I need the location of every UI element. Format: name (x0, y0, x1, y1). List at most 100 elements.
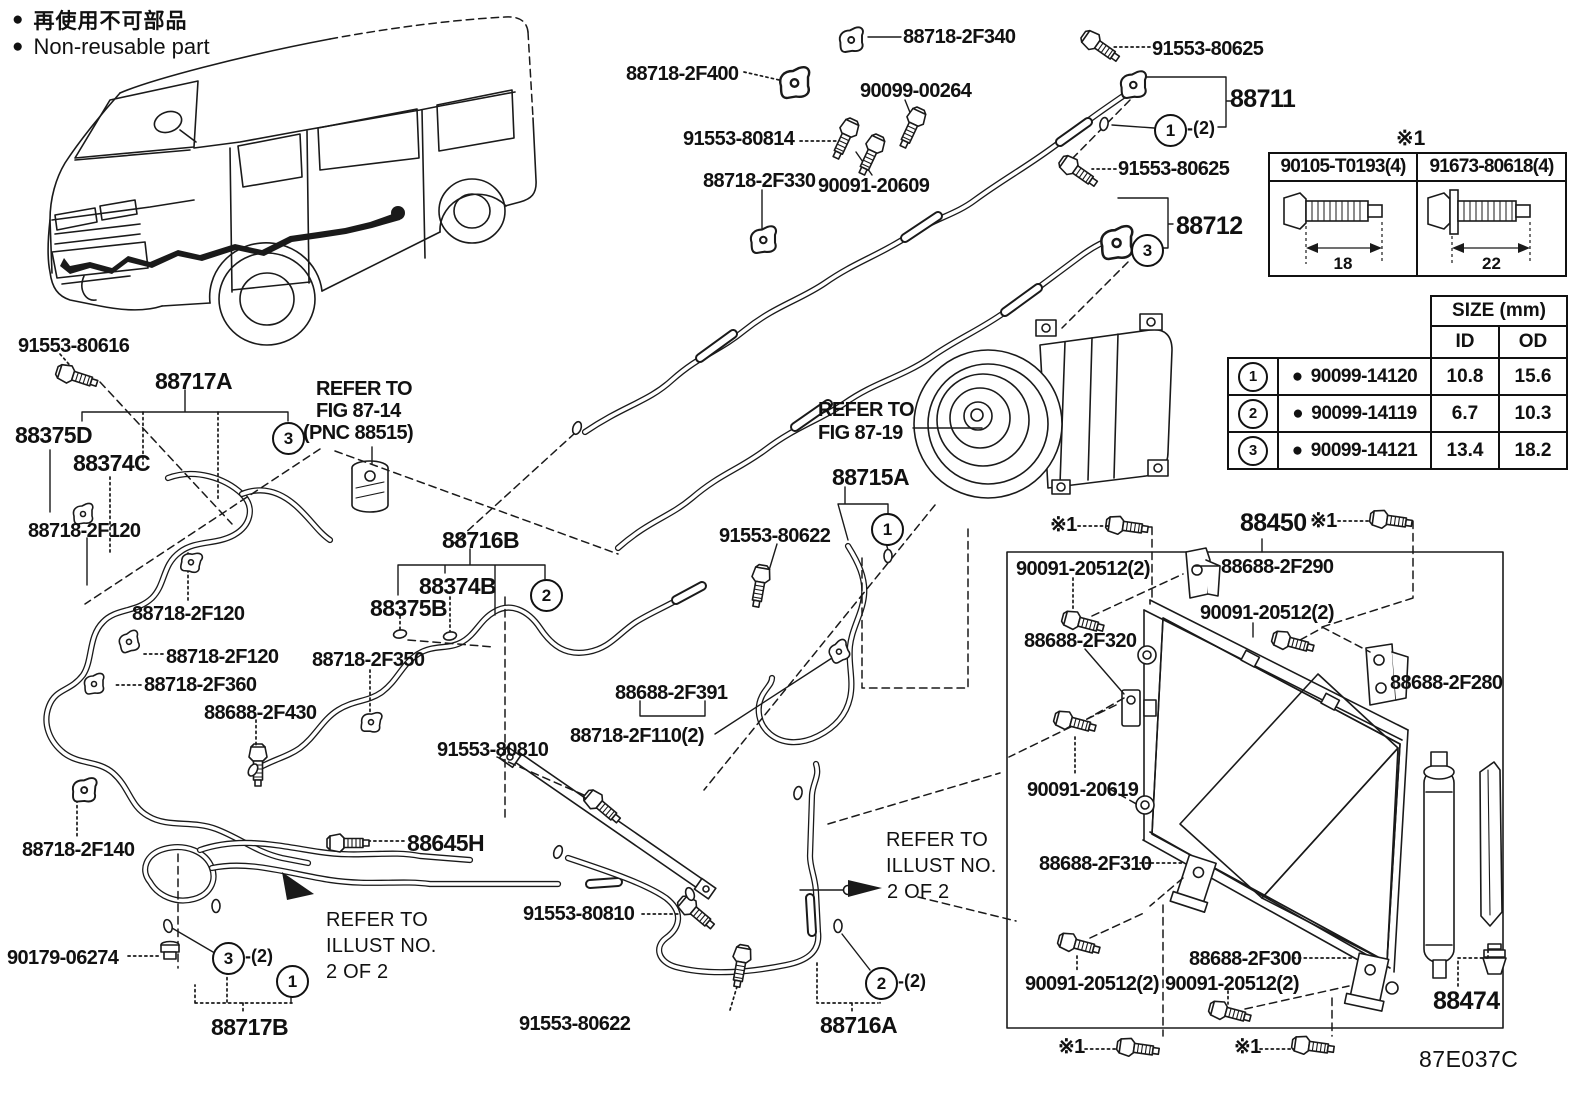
callout-number: 3 (212, 942, 245, 975)
part-label: FIG 87-14 (316, 400, 401, 422)
part-label: 88712 (1176, 212, 1243, 240)
part-label: 88718-2F360 (144, 674, 257, 696)
fastener-bolt-cell: 22 (1416, 180, 1567, 277)
part-label: 2 OF 2 (887, 881, 950, 903)
size-row-id: 10.8 (1430, 357, 1500, 396)
callout-2: 2-(2) (865, 967, 926, 1000)
part-label: 90091-20619 (1027, 779, 1139, 801)
part-label: 88718-2F350 (312, 649, 425, 671)
part-label: REFER TO (886, 829, 988, 851)
part-label: 88688-2F300 (1189, 948, 1302, 970)
size-row-od: 10.3 (1498, 394, 1568, 433)
part-label: 90091-20512(2) (1165, 973, 1300, 995)
bolt-washer-drawing (1427, 189, 1531, 264)
callout-number: 2 (865, 967, 898, 1000)
callout-quantity: -(2) (1187, 118, 1215, 138)
bolt-drawing (1283, 192, 1383, 264)
callout-3: 3 (272, 422, 305, 455)
part-label: 88718-2F120 (166, 646, 279, 668)
refer-arrows (282, 872, 882, 900)
callout-number: 3 (1131, 234, 1164, 267)
part-label: 88688-2F391 (615, 682, 728, 704)
van-illustration (47, 16, 537, 346)
callout-3: 3-(2) (212, 942, 273, 975)
callout-1: 1 (276, 965, 309, 998)
part-label: 91553-80616 (18, 335, 130, 357)
part-label: 88718-2F400 (626, 63, 739, 85)
part-label: 88450 (1240, 509, 1307, 537)
ac-pipes (43, 86, 1136, 976)
part-label: 88716B (442, 527, 520, 553)
callout-number: 1 (1154, 114, 1187, 147)
bolt-length-dim: 22 (1482, 254, 1501, 273)
callout-quantity: -(2) (245, 946, 273, 966)
part-label: 88715A (832, 464, 910, 490)
part-label: 91553-80622 (519, 1013, 631, 1035)
callout-number: 2 (530, 579, 563, 612)
compressor-illustration (913, 313, 1173, 499)
part-number: 90099-14121 (1310, 439, 1418, 461)
non-reusable-bullet-icon: ● (12, 8, 24, 30)
part-label: 88375D (15, 422, 93, 448)
expansion-valve (351, 460, 389, 513)
part-label: ILLUST NO. (326, 935, 437, 957)
callout-3: 3 (1131, 234, 1164, 267)
arrow-icon (848, 880, 882, 897)
part-label: 88688-2F290 (1221, 556, 1334, 578)
size-row-part: ● 90099-14119 (1277, 394, 1432, 433)
part-number: 90099-14119 (1311, 402, 1417, 424)
non-reusable-bullet-icon: ● (1291, 365, 1303, 387)
part-label: REFER TO (316, 378, 413, 400)
part-label: REFER TO (818, 399, 915, 421)
size-row-num: 3 (1227, 431, 1279, 470)
callout-quantity: -(2) (898, 971, 926, 991)
part-label: 88718-2F110(2) (570, 725, 705, 747)
legend: ● 再使用不可部品 ● Non-reusable part (12, 6, 210, 60)
legend-text-jp: 再使用不可部品 (33, 9, 188, 33)
size-table-title: SIZE (mm) (1430, 295, 1568, 327)
part-label: 88717A (155, 368, 233, 394)
part-label: (PNC 88515) (303, 422, 414, 444)
callout-number: 3 (272, 422, 305, 455)
part-label: 88375B (370, 595, 448, 621)
part-label: 90091-20512(2) (1200, 602, 1335, 624)
part-label: 88718-2F330 (703, 170, 816, 192)
callout-1: 1 (871, 513, 904, 546)
condenser-assembly (1006, 547, 1507, 1029)
part-label: ※1 (1050, 514, 1077, 536)
part-label: 88688-2F320 (1024, 630, 1137, 652)
non-reusable-bullet-icon: ● (1292, 402, 1304, 424)
non-reusable-bullet-icon: ● (12, 35, 24, 57)
non-reusable-bullet-icon: ● (1291, 439, 1303, 461)
part-label: FIG 87-19 (818, 422, 903, 444)
part-label: 88374B (419, 573, 497, 599)
size-row-id: 6.7 (1430, 394, 1500, 433)
part-label: 88718-2F340 (903, 26, 1016, 48)
callout-number: 1 (1238, 361, 1268, 392)
part-label: ※1 (1310, 510, 1337, 532)
arrow-icon (282, 872, 314, 900)
leader-lines-dashed (84, 99, 1414, 1037)
size-row-part: ● 90099-14121 (1277, 431, 1432, 470)
part-label: 90091-20512(2) (1016, 558, 1151, 580)
part-label: ※1 (1234, 1036, 1261, 1058)
part-label: 2 OF 2 (326, 961, 389, 983)
callout-number: 2 (1238, 398, 1268, 429)
part-label: 91553-80814 (683, 128, 795, 150)
fastener-part-number: 91673-80618(4) (1416, 152, 1567, 182)
part-label: 88645H (407, 830, 485, 856)
size-row-num: 2 (1227, 394, 1279, 433)
part-label: 88688-2F430 (204, 702, 317, 724)
part-label: 88474 (1433, 987, 1500, 1015)
size-table-id-header: ID (1430, 325, 1500, 359)
size-row-num: 1 (1227, 357, 1279, 396)
part-label: 88711 (1230, 85, 1296, 113)
part-label: 88688-2F310 (1039, 853, 1152, 875)
part-label: 90179-06274 (7, 947, 119, 969)
part-label: 90099-00264 (860, 80, 972, 102)
size-row-id: 13.4 (1430, 431, 1500, 470)
part-label: REFER TO (326, 909, 428, 931)
part-label: 88718-2F140 (22, 839, 135, 861)
